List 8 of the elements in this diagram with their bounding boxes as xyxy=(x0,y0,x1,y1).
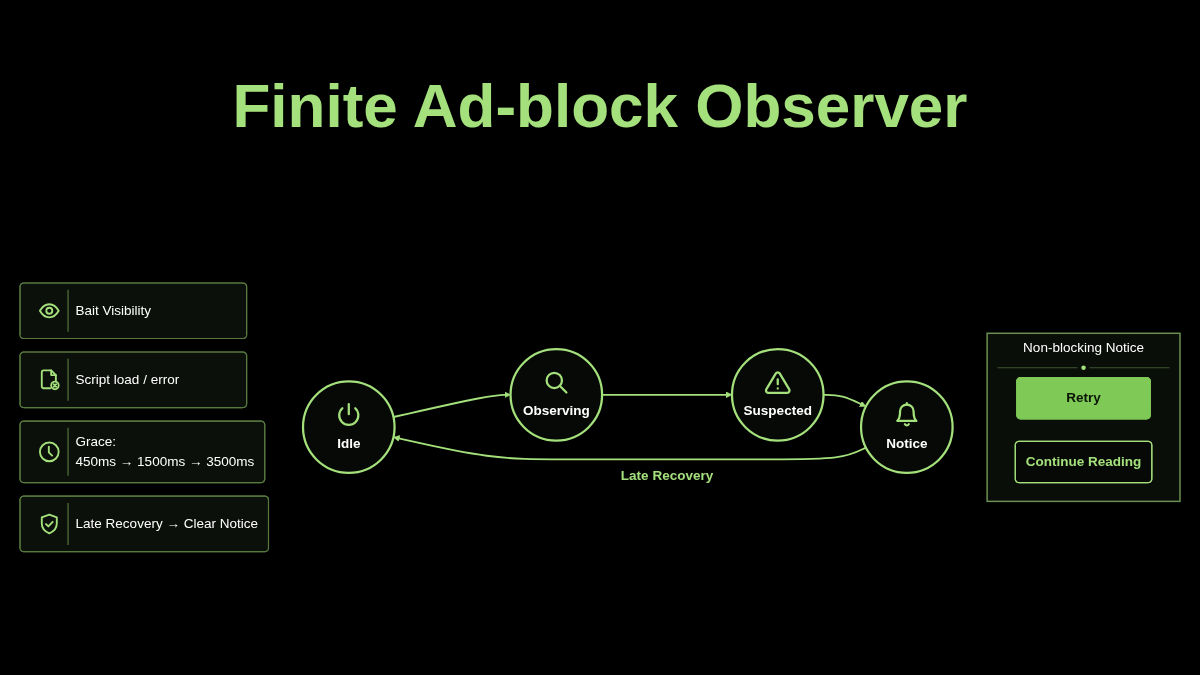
node-circle: Idle xyxy=(301,380,396,475)
edge-label: Late Recovery xyxy=(620,467,714,483)
arrow xyxy=(393,435,867,461)
title: Finite Ad-block Observer xyxy=(232,72,968,141)
node-circle: Observing xyxy=(509,348,604,442)
arrow xyxy=(392,391,511,419)
node-circle: Suspected xyxy=(730,348,825,442)
node-circle: Notice xyxy=(859,380,954,475)
